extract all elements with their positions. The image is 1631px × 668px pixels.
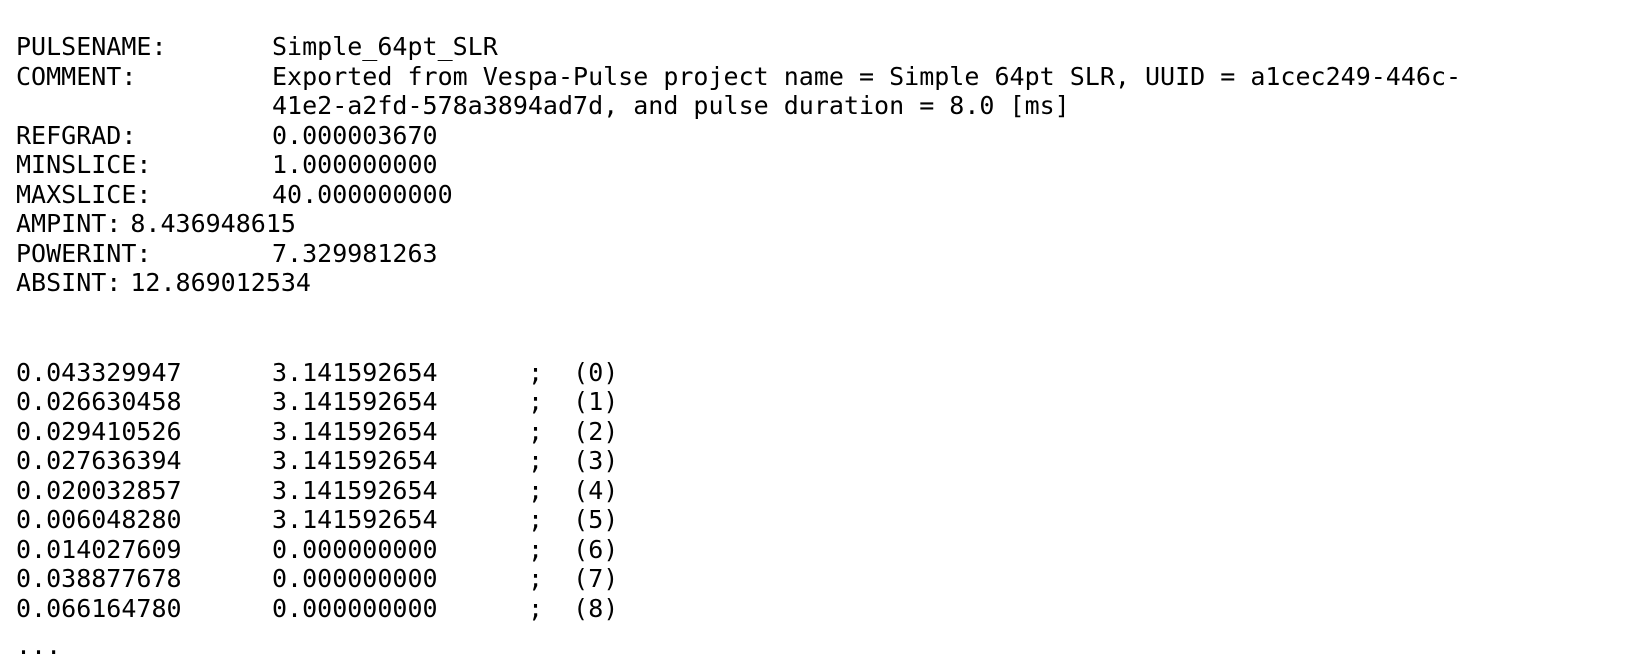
amplitude-value: 0.066164780 — [16, 593, 182, 623]
powerint-row: POWERINT: 7.329981263 — [16, 239, 1616, 269]
row-index-comment: ; (3) — [528, 446, 619, 475]
comment-key-spacer — [16, 91, 272, 121]
row-index-comment: ; (7) — [528, 564, 619, 593]
amplitude-value: 0.043329947 — [16, 357, 182, 387]
maxslice-key: MAXSLICE: — [16, 179, 152, 209]
amplitude-value: 0.014027609 — [16, 534, 182, 564]
phase-value: 0.000000000 — [272, 534, 438, 564]
comment-key: COMMENT: — [16, 61, 137, 91]
absint-value: 12.869012534 — [130, 268, 311, 297]
data-row: 0.026630458 3.141592654 ; (1) — [16, 387, 1616, 417]
minslice-key: MINSLICE: — [16, 150, 152, 179]
comment-value-line1: Exported from Vespa-Pulse project name =… — [272, 61, 1462, 91]
phase-value: 3.141592654 — [272, 446, 438, 475]
section-spacer — [16, 298, 1616, 358]
ampint-key: AMPINT: — [16, 209, 122, 238]
ampint-row: AMPINT: 8.436948615 — [16, 209, 1616, 239]
pulse-file-document: PULSENAME: Simple_64pt_SLR COMMENT: Expo… — [16, 32, 1616, 661]
powerint-key: POWERINT: — [16, 238, 152, 268]
data-row: 0.029410526 3.141592654 ; (2) — [16, 417, 1616, 447]
data-row: 0.066164780 0.000000000 ; (8) — [16, 594, 1616, 624]
phase-value: 3.141592654 — [272, 416, 438, 446]
phase-value: 0.000000000 — [272, 593, 438, 623]
phase-value: 0.000000000 — [272, 564, 438, 593]
maxslice-row: MAXSLICE: 40.000000000 — [16, 180, 1616, 210]
minslice-row: MINSLICE: 1.000000000 — [16, 150, 1616, 180]
phase-value: 3.141592654 — [272, 357, 438, 387]
amplitude-value: 0.027636394 — [16, 446, 182, 475]
pulsename-key: PULSENAME: — [16, 32, 167, 61]
refgrad-key: REFGRAD: — [16, 120, 137, 150]
minslice-value: 1.000000000 — [272, 150, 438, 179]
data-row: 0.043329947 3.141592654 ; (0) — [16, 358, 1616, 388]
pulse-data-table: 0.043329947 3.141592654 ; (0) 0.026630458 3.… — [16, 358, 1616, 624]
pulsename-value: Simple_64pt_SLR — [272, 32, 498, 61]
phase-value: 3.141592654 — [272, 475, 438, 505]
comment-value-line2: 41e2-a2fd-578a3894ad7d, and pulse durati… — [272, 91, 1070, 120]
amplitude-value: 0.038877678 — [16, 564, 182, 593]
amplitude-value: 0.029410526 — [16, 416, 182, 446]
data-row: 0.006048280 3.141592654 ; (5) — [16, 505, 1616, 535]
amplitude-value: 0.006048280 — [16, 505, 182, 534]
comment-row: COMMENT: Exported from Vespa-Pulse proje… — [16, 62, 1616, 92]
refgrad-row: REFGRAD: 0.000003670 — [16, 121, 1616, 151]
data-row: 0.014027609 0.000000000 ; (6) — [16, 535, 1616, 565]
amplitude-value: 0.026630458 — [16, 387, 182, 416]
continuation-ellipsis: ... — [16, 631, 62, 660]
maxslice-value: 40.000000000 — [272, 179, 453, 209]
data-row: 0.038877678 0.000000000 ; (7) — [16, 564, 1616, 594]
powerint-value: 7.329981263 — [272, 238, 438, 268]
comment-row-continued: 41e2-a2fd-578a3894ad7d, and pulse durati… — [16, 91, 1616, 121]
refgrad-value: 0.000003670 — [272, 120, 438, 150]
data-row: 0.027636394 3.141592654 ; (3) — [16, 446, 1616, 476]
ampint-value: 8.436948615 — [130, 209, 296, 238]
row-index-comment: ; (4) — [528, 475, 619, 505]
row-index-comment: ; (2) — [528, 416, 619, 446]
row-index-comment: ; (6) — [528, 534, 619, 564]
row-index-comment: ; (1) — [528, 387, 619, 416]
pulsename-row: PULSENAME: Simple_64pt_SLR — [16, 32, 1616, 62]
phase-value: 3.141592654 — [272, 505, 438, 534]
phase-value: 3.141592654 — [272, 387, 438, 416]
absint-key: ABSINT: — [16, 268, 122, 297]
row-index-comment: ; (8) — [528, 593, 619, 623]
row-index-comment: ; (0) — [528, 357, 619, 387]
data-row: 0.020032857 3.141592654 ; (4) — [16, 476, 1616, 506]
row-index-comment: ; (5) — [528, 505, 619, 534]
amplitude-value: 0.020032857 — [16, 475, 182, 505]
absint-row: ABSINT: 12.869012534 — [16, 268, 1616, 298]
